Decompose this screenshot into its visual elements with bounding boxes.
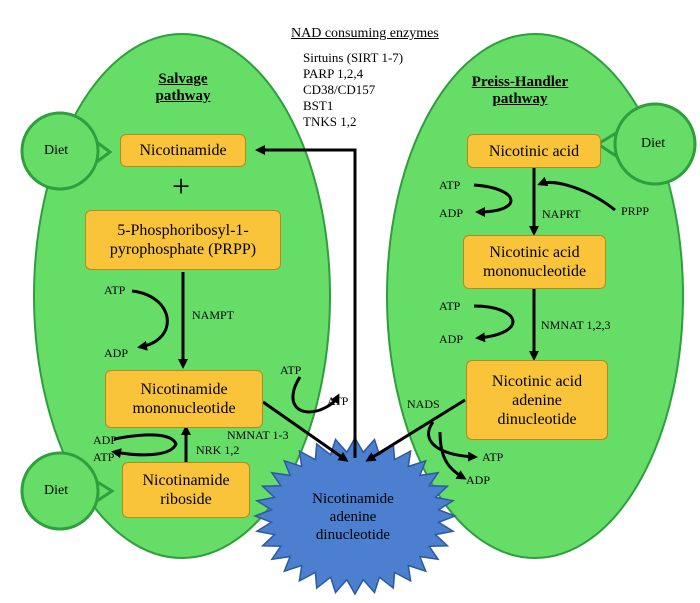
preiss-arrows	[365, 168, 616, 480]
prpp-box: 5-Phosphoribosyl-1- pyrophosphate (PRPP)	[85, 210, 281, 270]
salvage-arrows	[111, 272, 349, 462]
preiss-prpp-label: PRPP	[621, 204, 650, 218]
nads-label: NADS	[407, 397, 440, 411]
salvage-adp-1: ADP	[104, 346, 129, 360]
nicotinic-acid-box: Nicotinic acid	[467, 134, 601, 168]
preiss-adp-1: ADP	[439, 206, 464, 220]
nad-starburst	[252, 436, 458, 596]
diet-bubble-right	[595, 102, 697, 186]
diet-bubble-top-left	[20, 111, 113, 191]
naad-box: Nicotinic acid adenine dinucleotide	[466, 360, 608, 440]
enzyme-cd38: CD38/CD157	[303, 82, 376, 97]
preiss-atp-1: ATP	[439, 178, 461, 192]
nicotinamide-box: Nicotinamide	[120, 134, 246, 167]
preiss-adp-3: ADP	[466, 473, 491, 487]
nampt-label: NAMPT	[192, 308, 235, 322]
salvage-adp-2: ADP	[93, 433, 118, 447]
enzyme-parp: PARP 1,2,4	[303, 66, 364, 81]
salvage-atp-4: ATP	[327, 394, 349, 408]
salvage-title: Salvage pathway	[155, 71, 211, 104]
consumption-line	[255, 145, 357, 458]
nr-box: Nicotinamide riboside	[122, 462, 250, 518]
preiss-atp-2: ATP	[439, 299, 461, 313]
diet-label-right: Diet	[641, 136, 666, 151]
enzyme-sirtuins: Sirtuins (SIRT 1-7)	[303, 50, 404, 65]
plus-sign: +	[172, 168, 191, 204]
diet-label-bottom-left: Diet	[44, 483, 69, 498]
preiss-atp-3: ATP	[482, 450, 504, 464]
diet-label-top-left: Diet	[44, 143, 69, 158]
salvage-atp-1: ATP	[104, 283, 126, 297]
naprt-label: NAPRT	[542, 207, 581, 221]
nad-consuming-title: NAD consuming enzymes	[291, 26, 439, 41]
preiss-handler-title: Preiss-Handler pathway	[471, 74, 569, 107]
diet-bubble-bottom-left	[20, 451, 115, 531]
nrk-label: NRK 1,2	[196, 443, 240, 457]
preiss-nmnat-label: NMNAT 1,2,3	[541, 318, 611, 332]
preiss-adp-2: ADP	[439, 332, 464, 346]
enzyme-tnks: TNKS 1,2	[303, 114, 357, 129]
namn-box: Nicotinic acid mononucleotide	[463, 235, 606, 289]
nmn-box: Nicotinamide mononucleotide	[105, 370, 263, 428]
enzyme-bst1: BST1	[303, 98, 334, 113]
salvage-atp-2: ATP	[93, 450, 115, 464]
salvage-nmnat-label: NMNAT 1-3	[227, 428, 289, 442]
nad-label: Nicotinamide adenine dinucleotide	[312, 491, 394, 543]
salvage-atp-3: ATP	[280, 363, 302, 377]
